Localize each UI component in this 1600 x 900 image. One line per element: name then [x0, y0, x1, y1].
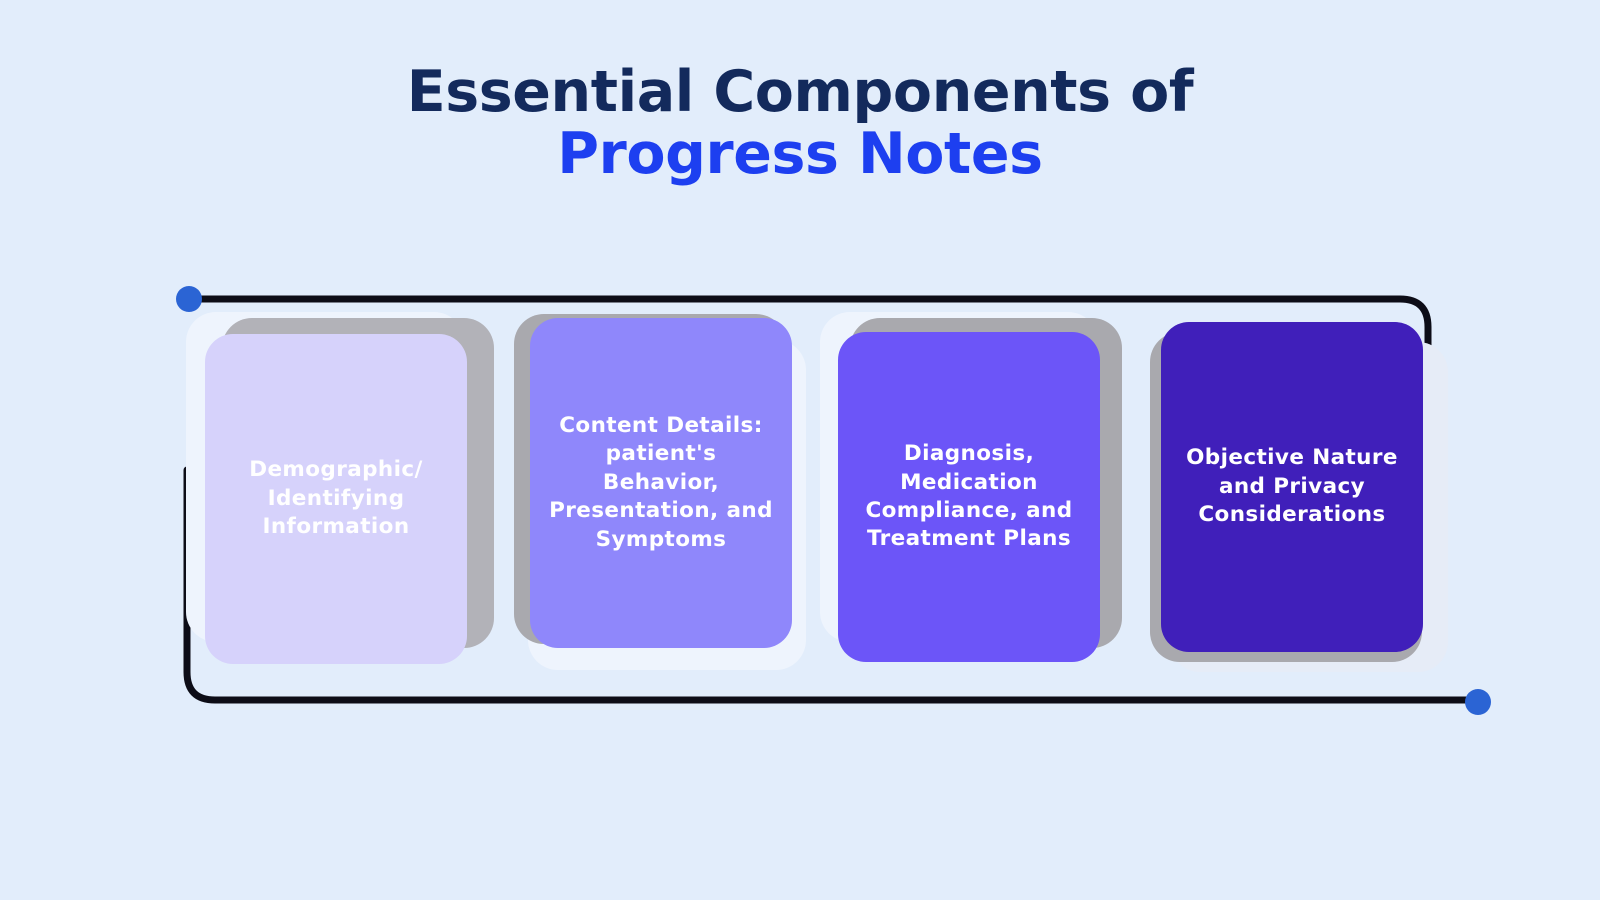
page-title: Essential Components of Progress Notes: [0, 59, 1600, 187]
card-label: Content Details: patient's Behavior, Pre…: [549, 413, 773, 552]
card-label: Objective Nature and Privacy Considerati…: [1186, 445, 1398, 528]
card-label: Diagnosis, Medication Compliance, and Tr…: [865, 441, 1073, 552]
card-face[interactable]: Objective Nature and Privacy Considerati…: [1161, 322, 1423, 652]
title-line-primary: Essential Components of: [406, 59, 1194, 125]
card-objective-nature-privacy[interactable]: Objective Nature and Privacy Considerati…: [1140, 310, 1448, 672]
title-line-accent: Progress Notes: [557, 120, 1043, 187]
card-face[interactable]: Demographic/ Identifying Information: [205, 334, 467, 664]
card-face[interactable]: Diagnosis, Medication Compliance, and Tr…: [838, 332, 1100, 662]
card-demographic-identifying-information[interactable]: Demographic/ Identifying Information: [186, 310, 494, 670]
card-diagnosis-medication-treatment[interactable]: Diagnosis, Medication Compliance, and Tr…: [820, 310, 1122, 670]
card-label: Demographic/ Identifying Information: [249, 457, 423, 540]
card-face[interactable]: Content Details: patient's Behavior, Pre…: [530, 318, 792, 648]
card-content-details[interactable]: Content Details: patient's Behavior, Pre…: [506, 310, 806, 670]
